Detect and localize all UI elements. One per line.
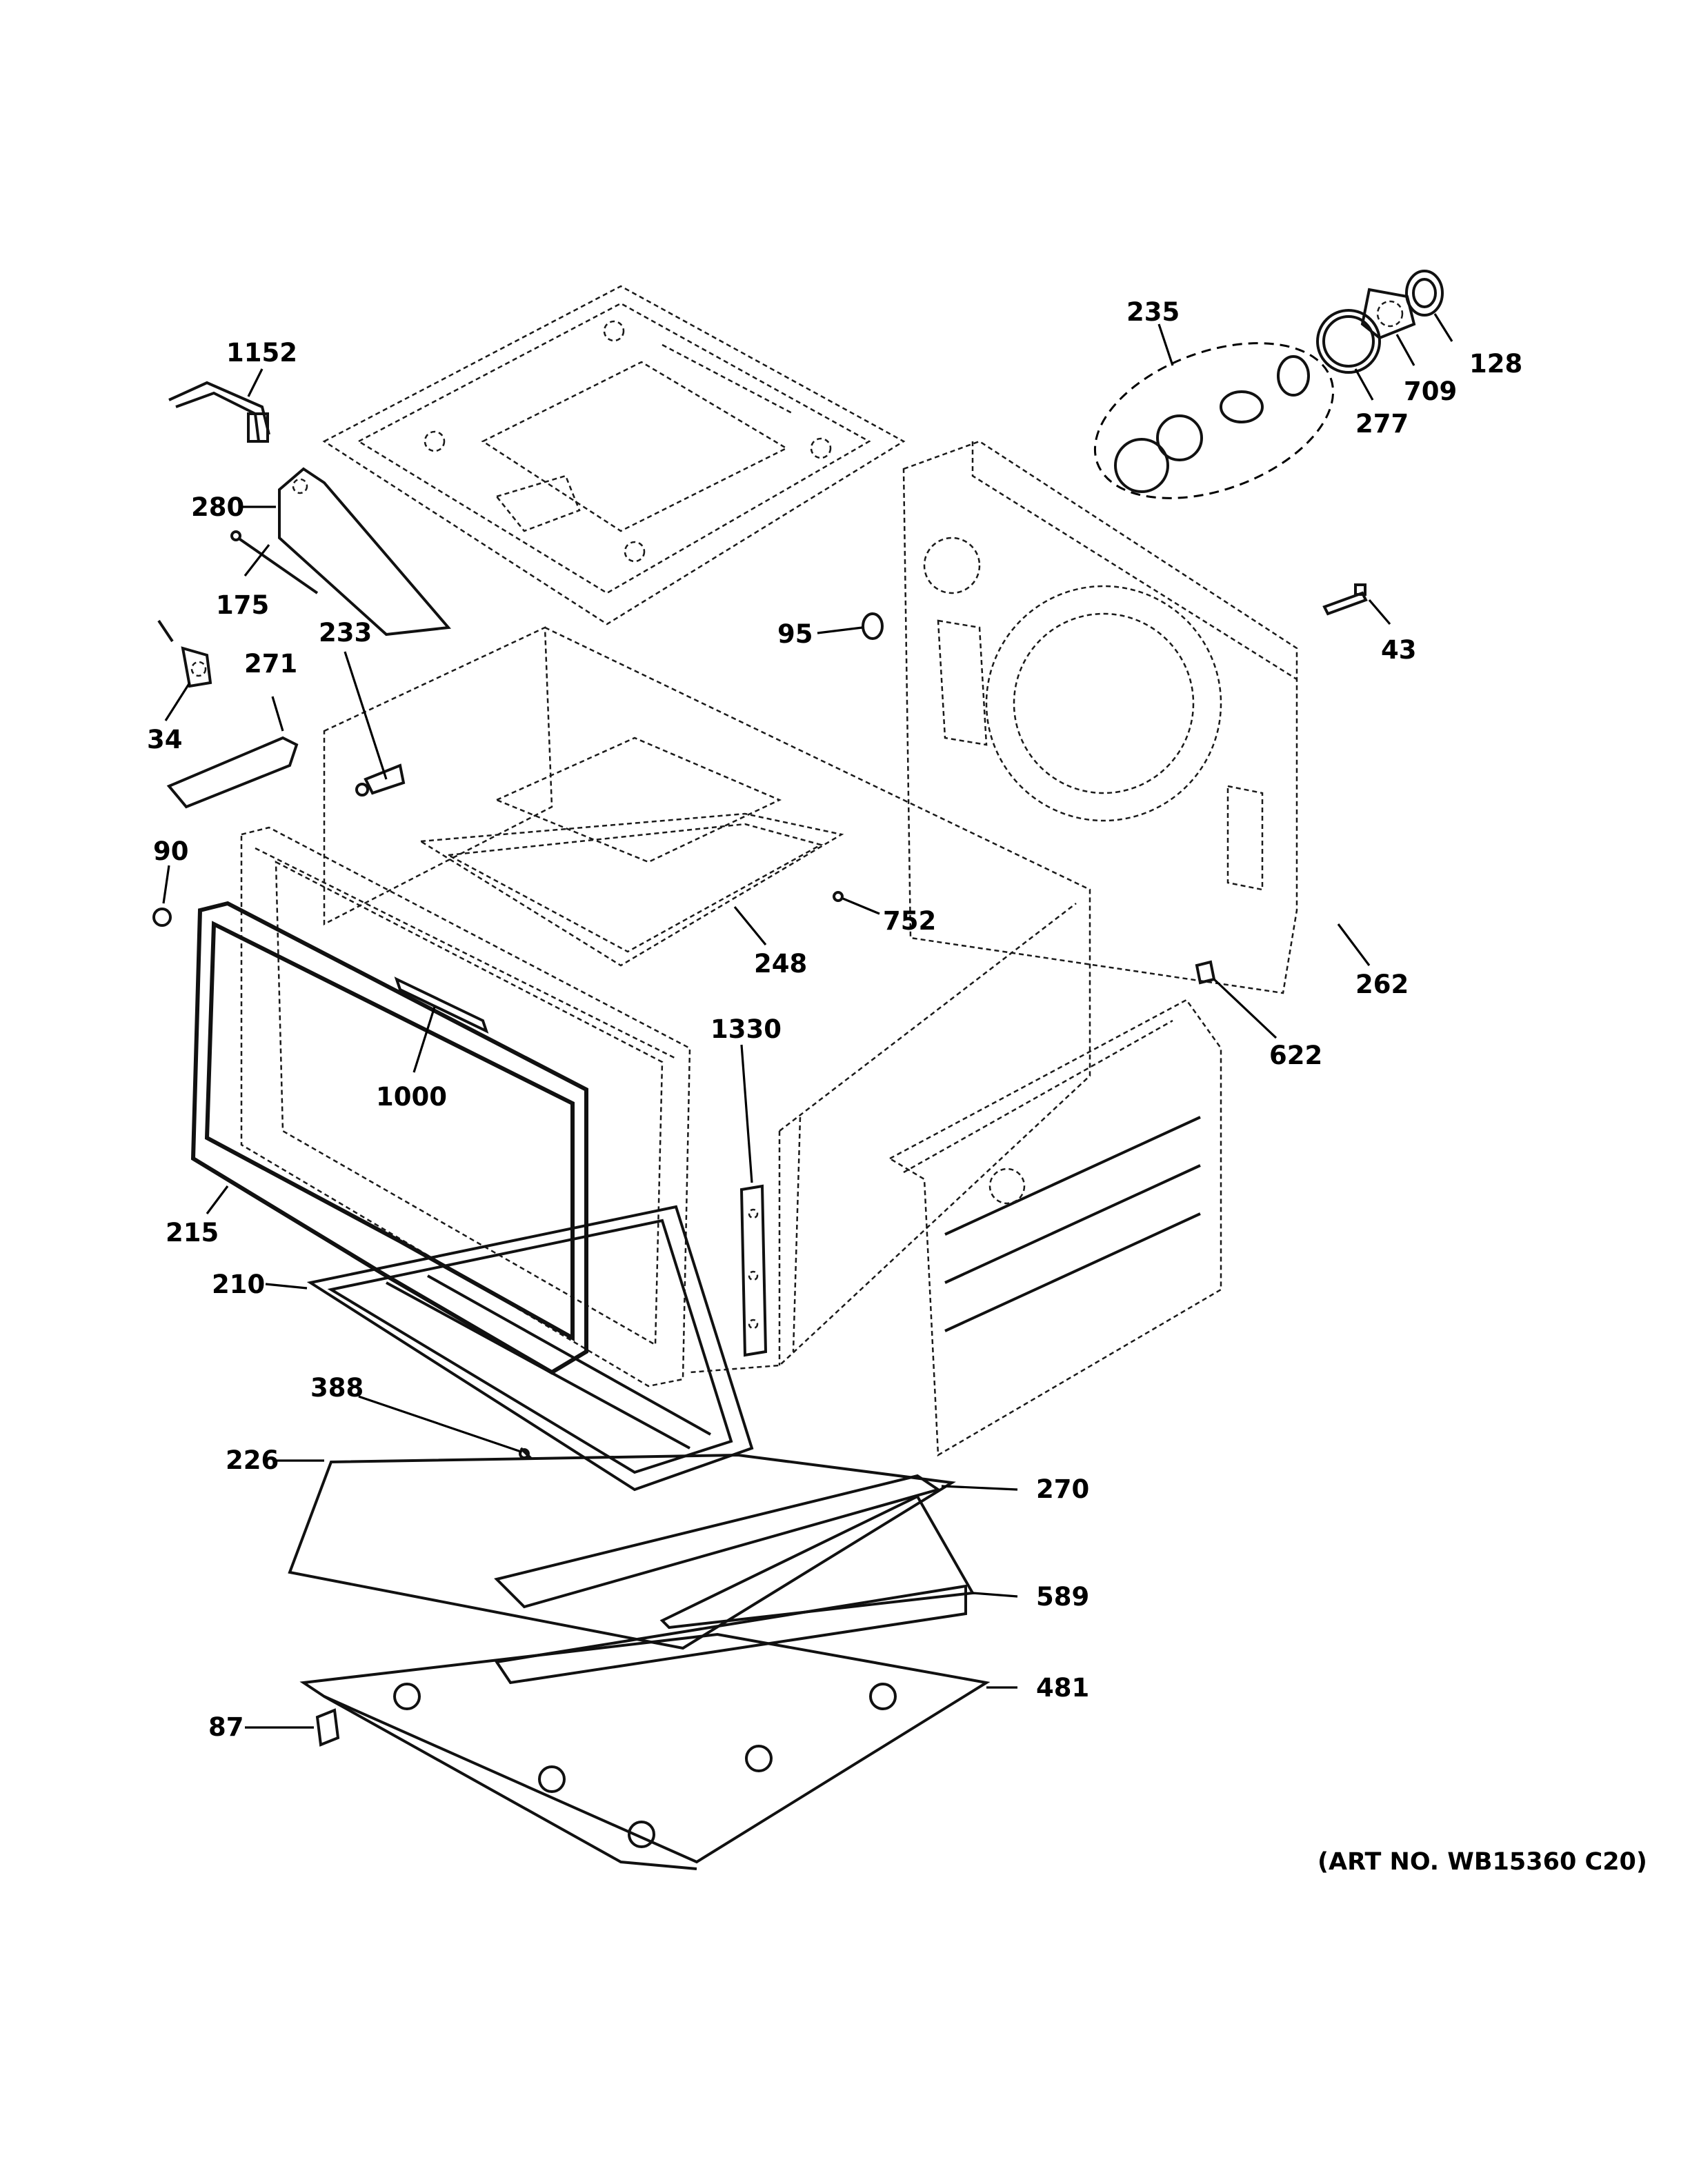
callout-233: 233: [319, 618, 372, 648]
callout-87: 87: [208, 1712, 244, 1742]
rod-175: [230, 530, 319, 594]
door-handle-tube: [190, 901, 588, 1375]
bracket-280: [278, 467, 451, 637]
knob-90: [152, 908, 172, 927]
light-assembly-group: [1093, 342, 1335, 499]
callout-43: 43: [1381, 635, 1417, 665]
bracket-622: [1195, 960, 1216, 985]
callout-210: 210: [212, 1270, 265, 1299]
callout-388: 388: [310, 1373, 364, 1403]
callout-128: 128: [1469, 349, 1522, 379]
callout-1000: 1000: [376, 1082, 447, 1112]
front-frame: [240, 826, 691, 1387]
bottom-rack: [306, 1205, 754, 1492]
callout-752: 752: [883, 906, 936, 936]
plate-709: [1360, 288, 1416, 340]
convection-fan-cover: [888, 999, 1222, 1457]
callout-95: 95: [777, 619, 813, 649]
callout-labels: 1152 280 175 233 271 34 90 215 210 1000 …: [147, 297, 1522, 1742]
gasket-277: [1316, 309, 1381, 374]
lamp-socket-34: [157, 619, 212, 688]
screw-752: [833, 891, 844, 902]
lens-128: [1405, 270, 1444, 317]
callout-270: 270: [1036, 1474, 1089, 1504]
gasket-95: [862, 612, 884, 640]
callout-90: 90: [153, 836, 189, 866]
callout-622: 622: [1269, 1041, 1322, 1070]
clip-87: [315, 1708, 340, 1747]
screw-388: [519, 1447, 533, 1460]
callout-34: 34: [147, 725, 183, 754]
rear-panel: [902, 440, 1298, 994]
callout-709: 709: [1404, 377, 1457, 406]
sensor-43: [1322, 583, 1368, 616]
callout-226: 226: [226, 1445, 279, 1475]
trim-1000: [394, 976, 489, 1034]
art-number-label: (ART NO. WB15360 C20): [1318, 1848, 1647, 1876]
callout-481: 481: [1036, 1673, 1089, 1703]
bottom-sheet-270: [494, 1474, 942, 1609]
oven-cavity: [323, 626, 1091, 1374]
callout-280: 280: [191, 492, 244, 522]
base-pan-481: [299, 1632, 991, 1870]
bracket-271: [166, 736, 299, 809]
top-panel: [322, 285, 906, 625]
callout-215: 215: [166, 1218, 219, 1248]
callout-1152: 1152: [226, 338, 297, 368]
wire-harness-1152: [168, 381, 270, 443]
callout-589: 589: [1036, 1582, 1089, 1612]
bottom-sheet-226: [288, 1453, 956, 1650]
callout-271: 271: [244, 649, 297, 679]
callout-235: 235: [1126, 297, 1180, 327]
hinge: [739, 1184, 768, 1357]
top-baffle: [418, 737, 844, 967]
callout-277: 277: [1355, 409, 1409, 439]
bottom-sheet-589: [494, 1494, 975, 1685]
callout-248: 248: [754, 949, 807, 979]
callout-262: 262: [1355, 970, 1409, 999]
callout-175: 175: [216, 590, 269, 620]
callout-1330: 1330: [710, 1014, 782, 1044]
leader-lines: [162, 313, 1453, 1729]
sensor-233: [355, 763, 406, 797]
